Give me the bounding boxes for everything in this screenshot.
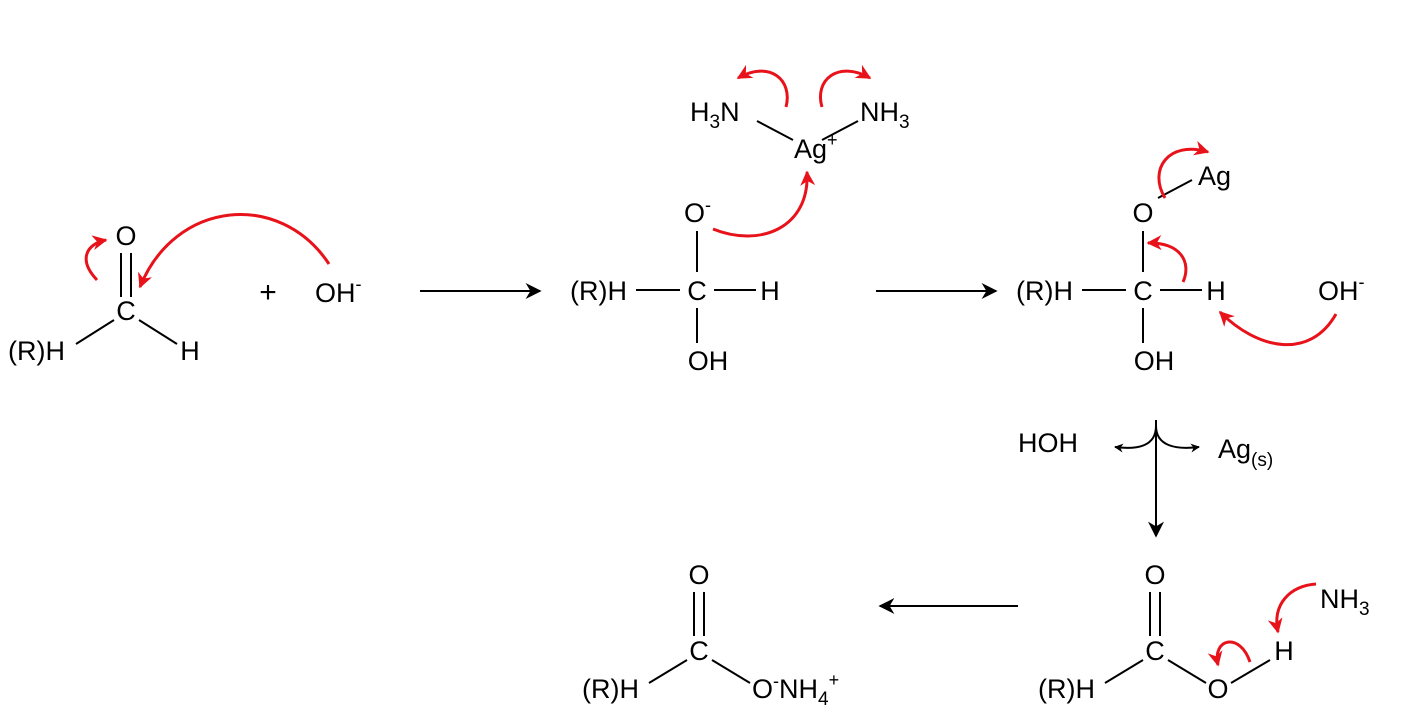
salt-carbonyl-oxygen: O xyxy=(688,560,709,590)
bond-n-ag-left xyxy=(756,120,794,141)
acid-carbon: C xyxy=(1145,636,1165,666)
intermediate-carbon: C xyxy=(687,276,707,306)
adduct-carbon: C xyxy=(1133,276,1153,306)
electron-arrow-left-ligand-leaves xyxy=(736,64,789,108)
aldehyde-carbon: C xyxy=(116,296,136,326)
bond-ag-n-right xyxy=(821,120,859,141)
plus-sign: + xyxy=(259,276,277,309)
ammonia-base: NH3 xyxy=(1320,584,1370,620)
hydroxide-nucleophile: OH- xyxy=(315,274,362,308)
elimination-curl-right xyxy=(1155,425,1200,453)
elimination-curl-left xyxy=(1114,425,1157,453)
intermediate-oxygen: O- xyxy=(684,195,711,228)
aldehyde-r-group: (R)H xyxy=(8,336,65,366)
hydroxide-base: OH- xyxy=(1318,272,1365,306)
acid-bond-c-r xyxy=(1104,659,1144,684)
ammonium-carboxylate: O C (R)H O-NH4+ xyxy=(582,560,839,710)
aldehyde-hydrogen: H xyxy=(180,336,200,366)
adduct-oxygen: O xyxy=(1132,198,1153,228)
adduct-hydrogen: H xyxy=(1206,276,1226,306)
acid-carbonyl-oxygen: O xyxy=(1144,560,1165,590)
acid-hydroxyl-oxygen: O xyxy=(1207,674,1228,704)
base-label: OH- xyxy=(1318,272,1365,306)
electron-arrow-oh-bond-to-oxygen xyxy=(1207,640,1252,667)
tetrahedral-intermediate: O- (R)H C H OH xyxy=(570,195,780,376)
elimination-step: HOH Ag(s) xyxy=(1018,420,1273,538)
intermediate-hydrogen: H xyxy=(760,276,780,306)
electron-arrow-hydroxide-attack xyxy=(138,213,331,289)
silver-diammine-complex: H3N Ag+ NH3 xyxy=(690,97,910,164)
salt-bond-c-r xyxy=(648,659,688,684)
electron-arrow-pi-to-oxygen xyxy=(84,235,108,282)
silver-ion: Ag+ xyxy=(794,130,838,164)
electron-arrow-oxygen-to-silver xyxy=(712,170,816,238)
salt-carboxylate-ammonium: O-NH4+ xyxy=(752,670,839,710)
aldehyde-molecule: O C (R)H H xyxy=(8,221,200,366)
byproduct-silver-solid: Ag(s) xyxy=(1218,434,1273,471)
adduct-silver: Ag xyxy=(1198,161,1231,191)
ammonia-label: NH3 xyxy=(1320,584,1370,620)
acid-bond-o-h xyxy=(1230,659,1271,684)
acid-hydrogen: H xyxy=(1274,636,1294,666)
electron-arrow-ammonia-attacks-h xyxy=(1267,582,1317,634)
adduct-r-group: (R)H xyxy=(1016,276,1073,306)
hydroxide-label: OH- xyxy=(315,274,362,308)
aldehyde-oxygen: O xyxy=(115,221,136,251)
bond-c-r xyxy=(75,319,115,345)
left-ammonia-ligand: H3N xyxy=(690,97,740,133)
electron-arrow-o-ag-bond-breaks xyxy=(1157,140,1210,199)
acid-r-group: (R)H xyxy=(1038,674,1095,704)
electron-arrow-right-ligand-leaves xyxy=(819,64,872,108)
intermediate-r-group: (R)H xyxy=(570,276,627,306)
byproduct-water: HOH xyxy=(1018,428,1078,458)
salt-bond-c-o xyxy=(711,659,751,684)
right-ammonia-ligand: NH3 xyxy=(860,97,910,133)
intermediate-hydroxyl: OH xyxy=(688,346,729,376)
salt-carbon: C xyxy=(689,636,709,666)
silver-alkoxide-adduct: Ag O (R)H C H OH xyxy=(1016,161,1231,376)
salt-r-group: (R)H xyxy=(582,674,639,704)
electron-arrow-base-deprotonation xyxy=(1218,310,1338,347)
bond-c-h xyxy=(138,319,178,345)
adduct-hydroxyl: OH xyxy=(1134,346,1175,376)
electron-arrow-ch-bond-to-co xyxy=(1146,235,1188,283)
carboxylic-acid: O C (R)H O H xyxy=(1038,560,1294,704)
acid-bond-c-o xyxy=(1167,659,1207,684)
